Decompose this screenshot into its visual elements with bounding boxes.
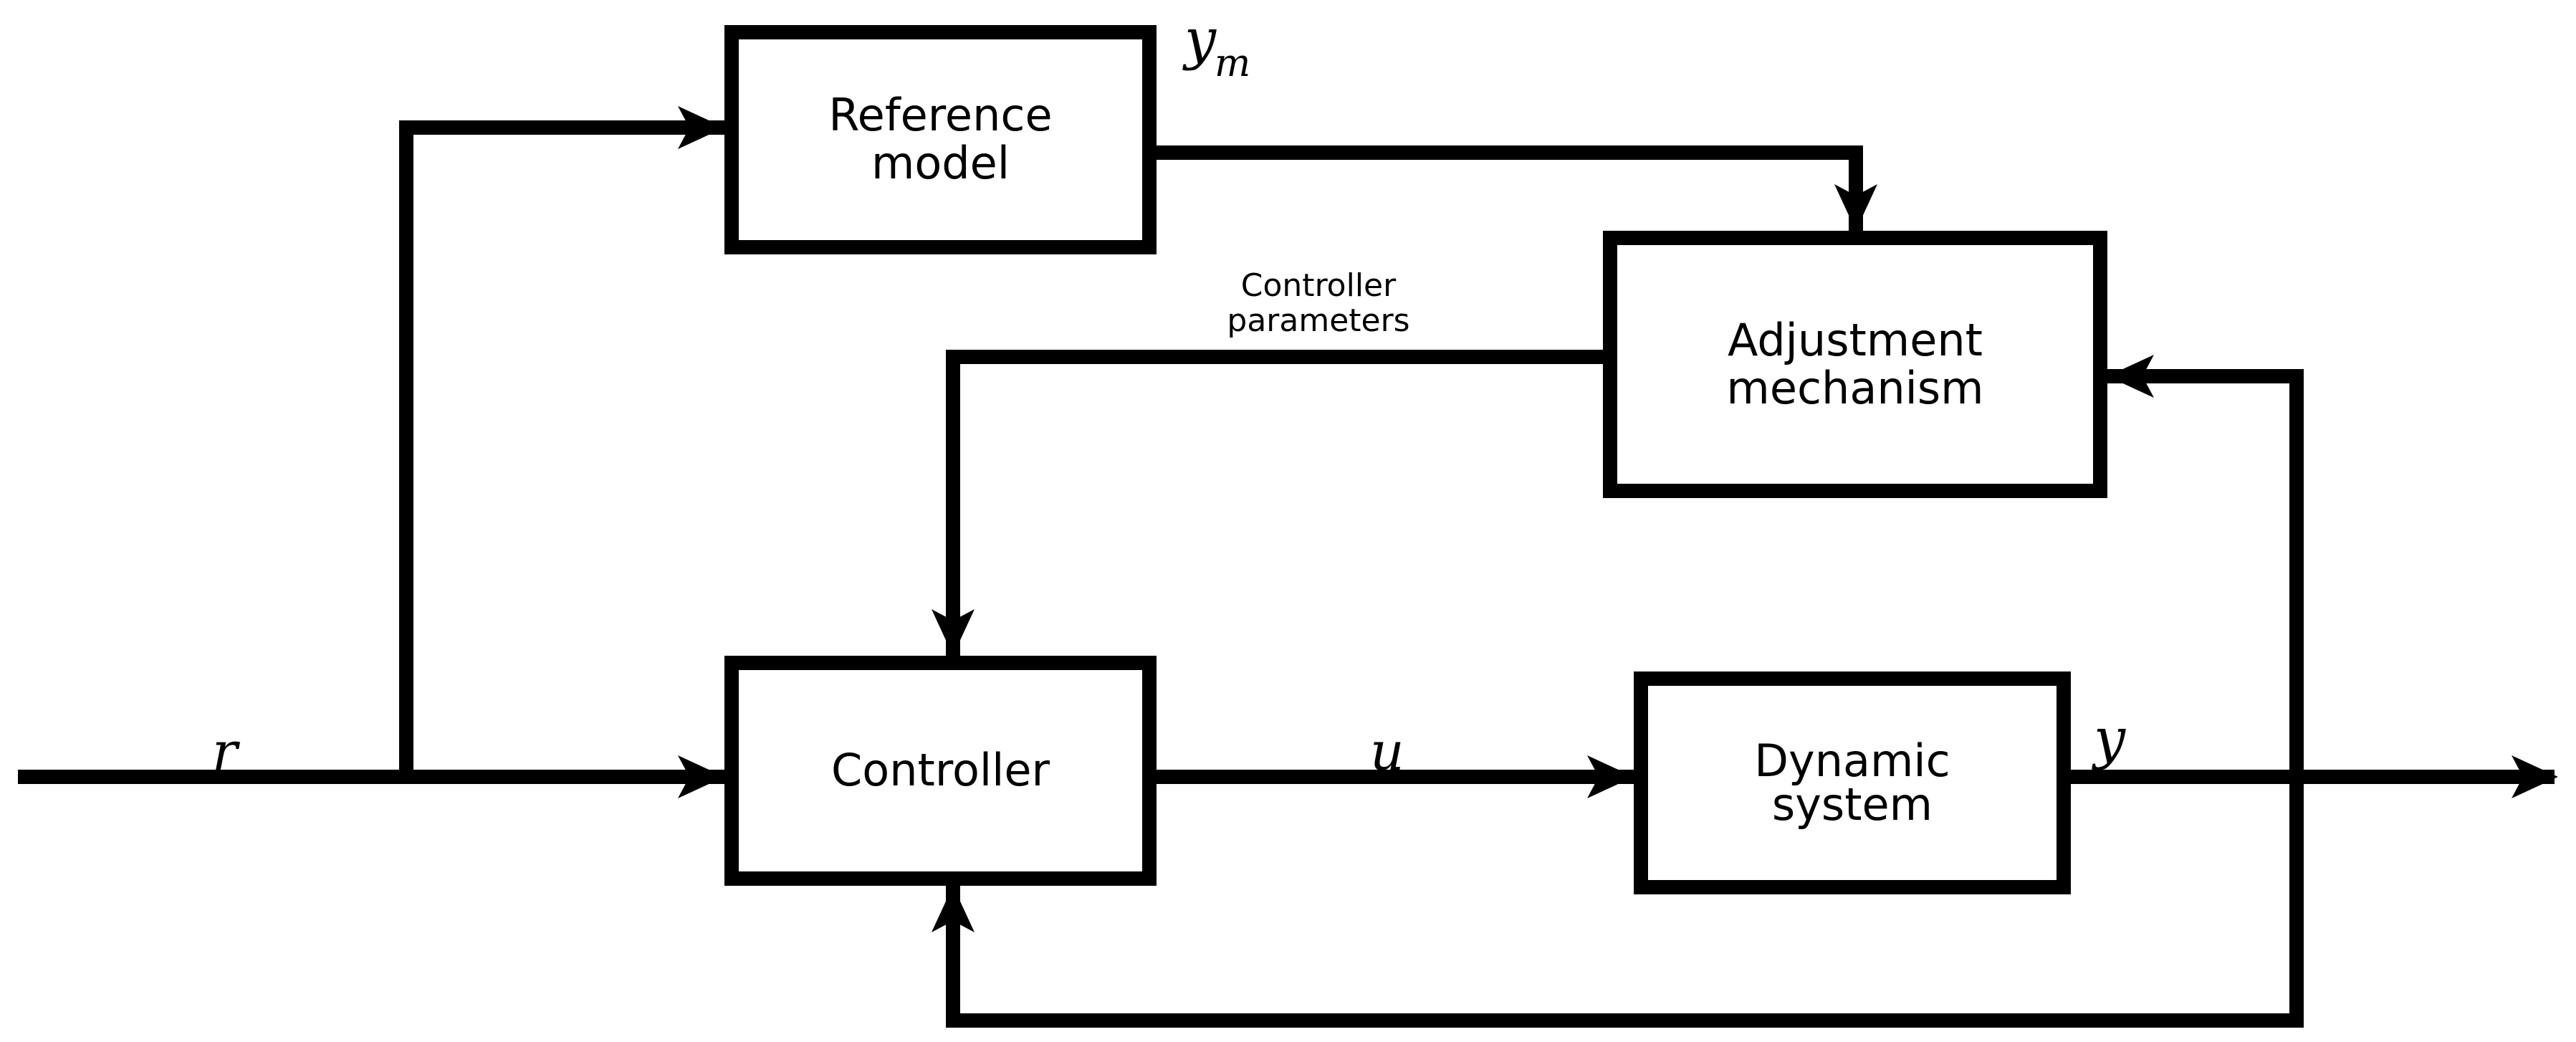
wire-model-output-to-adjustment (1157, 145, 1863, 231)
signal-label-r: r (212, 721, 238, 783)
wire-reference-branch-to-model (399, 120, 724, 777)
block-adjustment-mechanism-rect[interactable] (1603, 231, 2107, 498)
signal-label-ym-base: y (1184, 7, 1217, 72)
arrowhead-into-controller-left (678, 755, 724, 798)
block-controller-rect[interactable] (724, 656, 1157, 886)
arrowhead-into-dynamic-system (1587, 755, 1634, 798)
signal-label-controller-parameters: Controller parameters (1227, 267, 1410, 340)
wire-feedback-to-adjustment (2107, 369, 2304, 777)
signal-label-y: y (2094, 707, 2126, 771)
signal-label-ym: ym (1184, 7, 1252, 85)
signal-label-u: u (1370, 721, 1404, 783)
arrowhead-into-adjustment-right (2107, 355, 2154, 398)
block-reference-model-rect[interactable] (724, 25, 1157, 254)
arrowhead-into-adjustment-top (1834, 184, 1877, 231)
wire-feedback-to-controller (946, 777, 2304, 1028)
arrowhead-into-controller-top (932, 609, 975, 656)
arrowhead-into-controller-bottom (932, 886, 975, 932)
arrowhead-plant-output-end (2512, 755, 2558, 798)
signal-label-ym-subscript: m (1214, 41, 1251, 86)
wire-controller-parameters (946, 350, 1603, 656)
block-dynamic-system-rect[interactable] (1634, 671, 2071, 894)
arrowhead-into-reference-model (678, 106, 724, 149)
